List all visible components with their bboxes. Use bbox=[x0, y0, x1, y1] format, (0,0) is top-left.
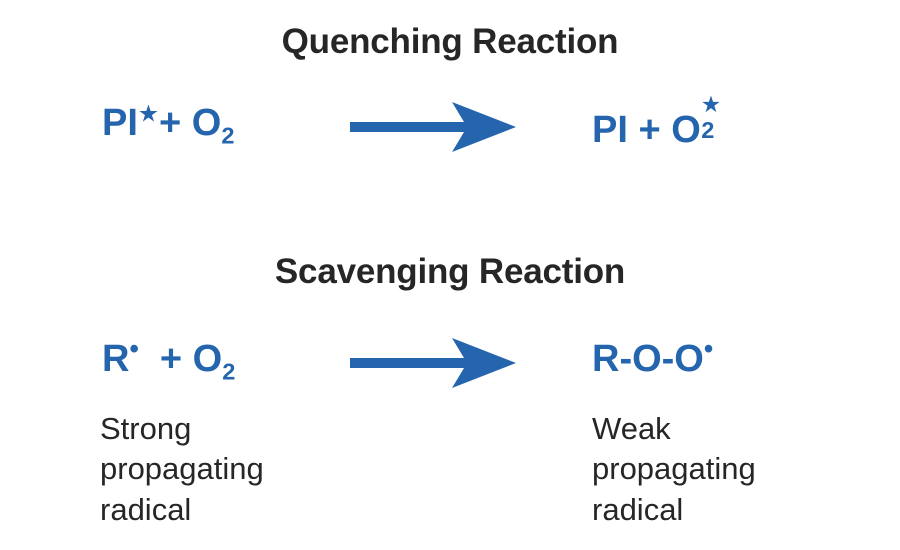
plus-sign: + bbox=[159, 338, 183, 380]
right-arrow-icon bbox=[348, 100, 518, 154]
reaction-row-scavenging: R• + O2 R-O-O• bbox=[0, 322, 900, 442]
species-pi: PI bbox=[102, 102, 138, 144]
section-title-quenching: Quenching Reaction bbox=[281, 22, 619, 61]
radical-dot-icon: • bbox=[703, 333, 714, 364]
star-icon: ★ bbox=[700, 90, 722, 117]
star-icon: ★ bbox=[137, 100, 160, 127]
plus-sign: + bbox=[159, 102, 182, 144]
subscript-2: 2 bbox=[222, 358, 236, 385]
scavenging-reactants: R• + O2 bbox=[102, 335, 235, 383]
quenching-reactants: PI★+ O2 bbox=[102, 102, 234, 148]
species-o: O bbox=[671, 109, 701, 151]
reaction-row-quenching: PI★+ O2 PI + O★2 bbox=[0, 86, 900, 206]
caption-weak-propagating-radical: Weak propagating radical bbox=[592, 411, 756, 527]
right-arrow-icon bbox=[348, 336, 518, 390]
o2-star-stack: ★2 bbox=[701, 92, 721, 143]
subscript-2: 2 bbox=[701, 116, 715, 143]
plus-sign: + bbox=[638, 109, 661, 151]
species-o: O bbox=[191, 102, 222, 144]
section-title-scavenging: Scavenging Reaction bbox=[274, 252, 626, 291]
species-o: O bbox=[192, 338, 223, 380]
quenching-products: PI + O★2 bbox=[592, 92, 721, 151]
radical-dot-icon: • bbox=[129, 333, 139, 364]
caption-strong-propagating-radical: Strong propagating radical bbox=[100, 411, 264, 527]
scavenging-products: R-O-O• bbox=[592, 335, 713, 380]
subscript-2: 2 bbox=[221, 122, 235, 149]
species-r: R bbox=[102, 338, 130, 380]
species-pi: PI bbox=[592, 109, 628, 151]
species-roo: R-O-O bbox=[592, 338, 704, 380]
